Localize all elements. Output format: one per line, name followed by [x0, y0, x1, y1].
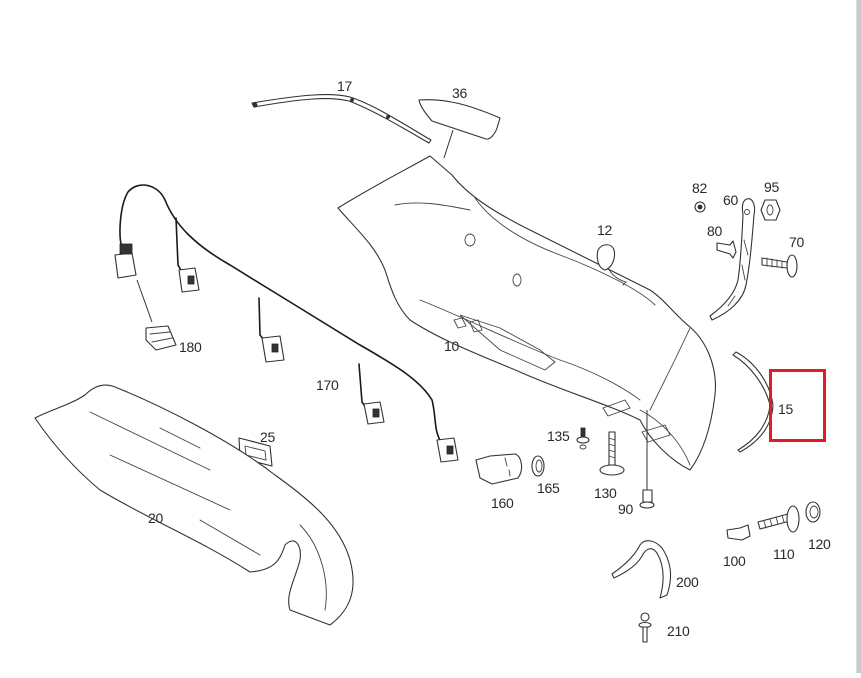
part-70-screw[interactable] — [761, 254, 798, 278]
label-15[interactable]: 15 — [778, 401, 793, 417]
harness-connector-4[interactable] — [436, 437, 459, 463]
part-210-pin-clip[interactable] — [638, 612, 652, 643]
label-165[interactable]: 165 — [537, 480, 560, 496]
label-80[interactable]: 80 — [707, 223, 722, 239]
vertical-scrollbar[interactable] — [856, 0, 861, 673]
label-120[interactable]: 120 — [808, 536, 831, 552]
part-12-tow-cover[interactable] — [596, 244, 627, 286]
part-100-push-clip[interactable] — [726, 524, 751, 541]
part-130-screw[interactable] — [599, 431, 625, 476]
label-25[interactable]: 25 — [260, 429, 275, 445]
harness-connector-2[interactable] — [261, 335, 285, 363]
part-90-clip-rivet[interactable] — [639, 489, 655, 509]
label-90[interactable]: 90 — [618, 501, 633, 517]
label-180[interactable]: 180 — [179, 339, 202, 355]
label-100[interactable]: 100 — [723, 553, 746, 569]
part-200-bracket[interactable] — [611, 540, 672, 599]
part-15-trim-strip[interactable] — [732, 351, 774, 453]
label-95[interactable]: 95 — [764, 179, 779, 195]
highlight-box-part-15 — [769, 369, 826, 442]
label-130[interactable]: 130 — [594, 485, 617, 501]
part-165-seal-ring[interactable] — [531, 455, 545, 477]
part-10-bumper-cover[interactable] — [337, 155, 716, 490]
part-135-screw[interactable] — [576, 427, 590, 450]
part-95-spacer[interactable] — [760, 199, 781, 221]
part-82-nut[interactable] — [694, 201, 706, 213]
label-82[interactable]: 82 — [692, 180, 707, 196]
part-110-screw[interactable] — [757, 505, 800, 533]
label-135[interactable]: 135 — [547, 428, 570, 444]
part-17-trim-molding[interactable] — [251, 94, 432, 144]
part-20-diffuser-panel[interactable] — [34, 384, 354, 626]
label-20[interactable]: 20 — [148, 510, 163, 526]
label-200[interactable]: 200 — [676, 574, 699, 590]
part-36-cover-panel[interactable] — [418, 99, 501, 159]
label-170[interactable]: 170 — [316, 377, 339, 393]
label-70[interactable]: 70 — [789, 234, 804, 250]
label-36[interactable]: 36 — [452, 85, 467, 101]
part-160-sensor[interactable] — [475, 453, 523, 485]
label-210[interactable]: 210 — [667, 623, 690, 639]
part-80-clip[interactable] — [716, 240, 737, 259]
label-110[interactable]: 110 — [773, 546, 795, 562]
part-60-bracket[interactable] — [709, 198, 756, 321]
harness-connector-1[interactable] — [178, 267, 200, 293]
label-10[interactable]: 10 — [444, 338, 459, 354]
harness-connector-main[interactable] — [114, 243, 153, 323]
part-180-connector[interactable] — [145, 325, 177, 351]
part-120-grommet[interactable] — [805, 501, 821, 523]
label-12[interactable]: 12 — [597, 222, 612, 238]
harness-connector-3[interactable] — [363, 401, 385, 425]
label-160[interactable]: 160 — [491, 495, 514, 511]
label-60[interactable]: 60 — [723, 192, 738, 208]
label-17[interactable]: 17 — [337, 78, 352, 94]
